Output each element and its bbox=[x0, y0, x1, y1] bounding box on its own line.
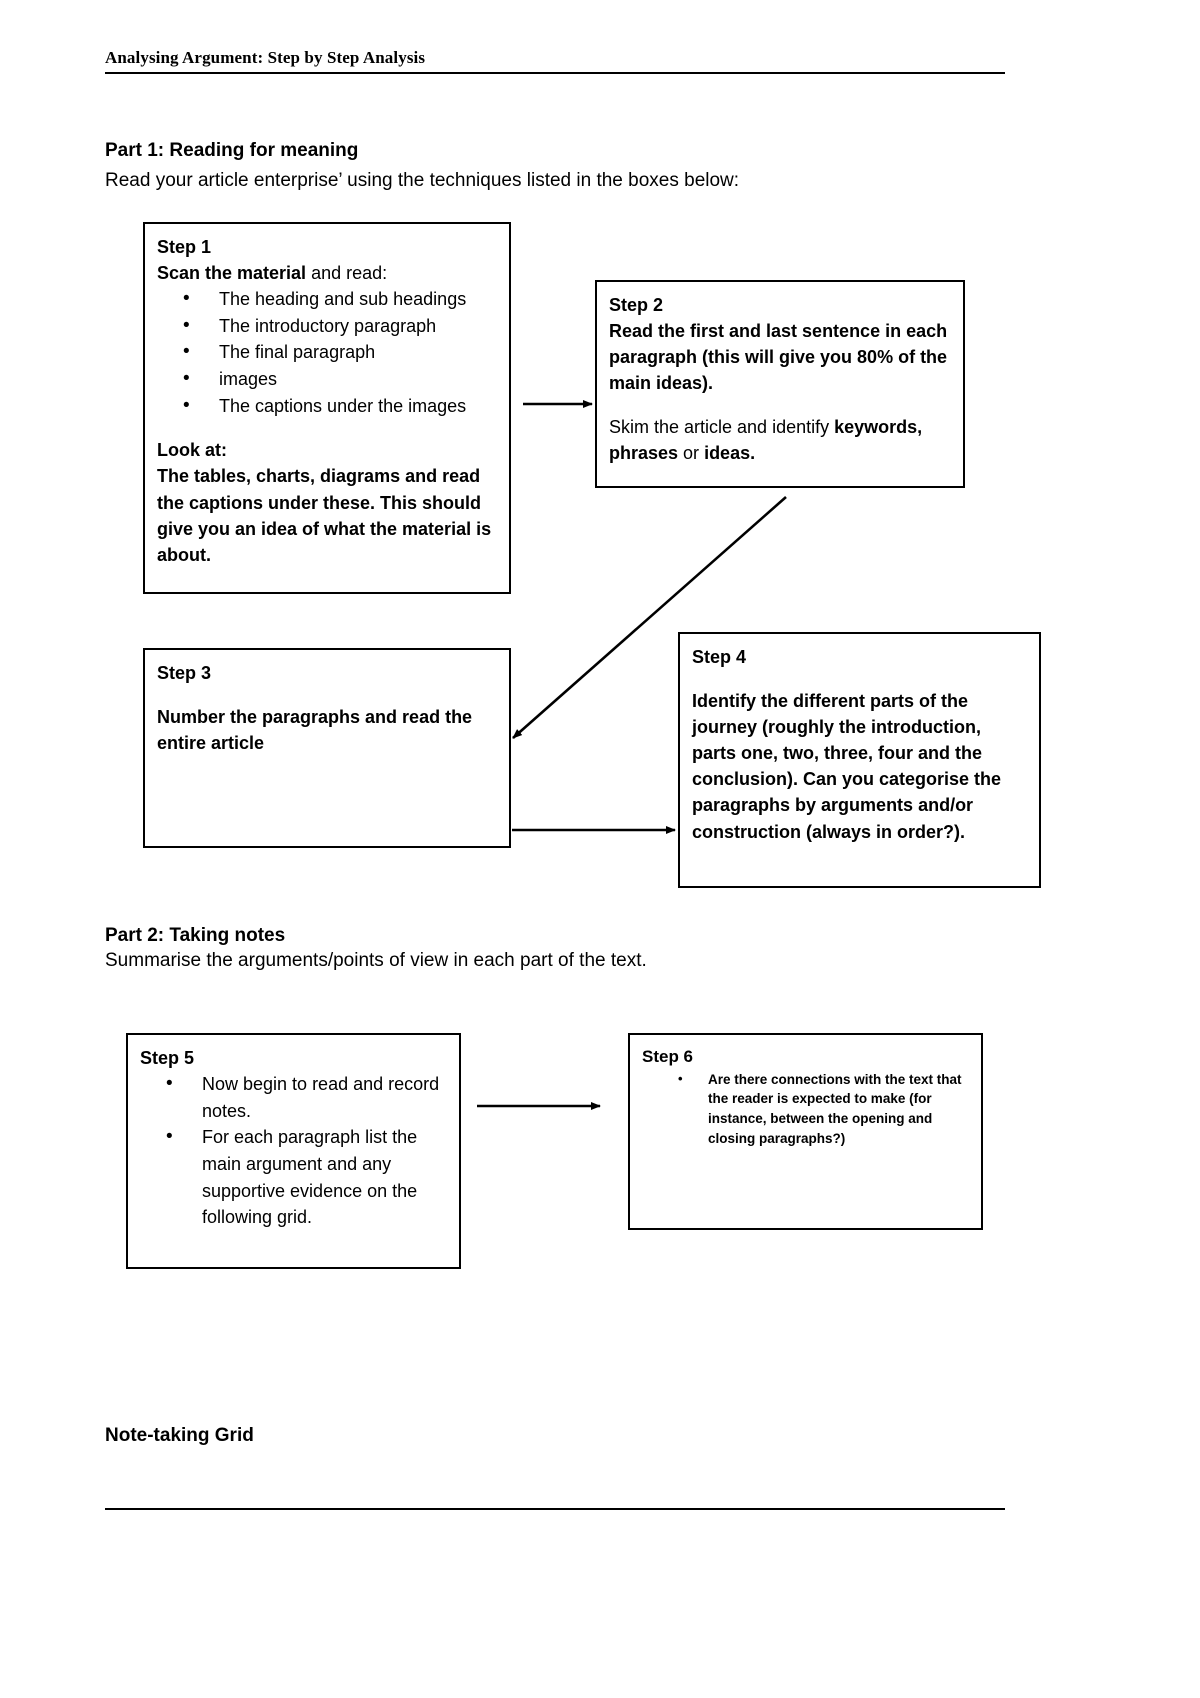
step-2-para2-lead: Skim the article and identify bbox=[609, 417, 835, 438]
step-1-lead: Scan the material and read: bbox=[157, 260, 497, 286]
step-1-box: Step 1 Scan the material and read: The h… bbox=[143, 222, 511, 594]
list-item: For each paragraph list the main argumen… bbox=[166, 1123, 447, 1231]
step-5-bullet-list: Now begin to read and record notes. For … bbox=[140, 1070, 447, 1231]
step-6-bullet-list: Are there connections with the text that… bbox=[642, 1069, 969, 1149]
step-1-bullet-list: The heading and sub headings The introdu… bbox=[157, 285, 497, 420]
step-6-box: Step 6 Are there connections with the te… bbox=[628, 1033, 983, 1230]
step-5-box: Step 5 Now begin to read and record note… bbox=[126, 1033, 461, 1269]
step-2-para2-mid: or bbox=[678, 443, 705, 464]
spacer bbox=[157, 419, 497, 437]
list-item: The introductory paragraph bbox=[183, 312, 497, 340]
step-3-box: Step 3 Number the paragraphs and read th… bbox=[143, 648, 511, 848]
list-item: Now begin to read and record notes. bbox=[166, 1070, 447, 1124]
step-3-body: Number the paragraphs and read the entir… bbox=[157, 707, 473, 754]
step-2-para1: Read the first and last sentence in each… bbox=[609, 321, 948, 394]
list-item: images bbox=[183, 365, 497, 393]
footer-label: Note-taking Grid bbox=[105, 1425, 254, 1446]
spacer bbox=[692, 670, 1027, 688]
step-1-body: The tables, charts, diagrams and read th… bbox=[157, 466, 492, 565]
list-item: Are there connections with the text that… bbox=[678, 1069, 969, 1149]
header-divider bbox=[105, 72, 1005, 74]
list-item: The final paragraph bbox=[183, 338, 497, 366]
list-item: The captions under the images bbox=[183, 392, 497, 420]
step-5-title: Step 5 bbox=[140, 1048, 195, 1068]
part1-subtext: Read your article enterprise’ using the … bbox=[105, 170, 740, 191]
step-1-title: Step 1 bbox=[157, 237, 212, 257]
step-1-lead-bold: Scan the material bbox=[157, 263, 307, 284]
spacer bbox=[157, 686, 497, 704]
step-2-para2-bold2: ideas. bbox=[704, 443, 756, 464]
step-2-para2: Skim the article and identify keywords, … bbox=[609, 414, 951, 466]
step-1-lead-rest: and read: bbox=[306, 263, 388, 284]
list-item: The heading and sub headings bbox=[183, 285, 497, 313]
step-4-box: Step 4 Identify the different parts of t… bbox=[678, 632, 1041, 888]
step-6-title: Step 6 bbox=[642, 1047, 694, 1066]
footer-divider bbox=[105, 1508, 1005, 1510]
step-2-box: Step 2 Read the first and last sentence … bbox=[595, 280, 965, 488]
step-3-title: Step 3 bbox=[157, 663, 212, 683]
part1-heading: Part 1: Reading for meaning bbox=[105, 140, 359, 161]
step-2-para2-bold: keywords, phrases bbox=[609, 417, 923, 464]
part2-subtext: Summarise the arguments/points of view i… bbox=[105, 950, 647, 971]
header-title: Analysing Argument: Step by Step Analysi… bbox=[105, 48, 426, 67]
step-1-lookat-label: Look at: bbox=[157, 440, 227, 461]
document-header: Analysing Argument: Step by Step Analysi… bbox=[105, 48, 1005, 74]
step-4-body: Identify the different parts of the jour… bbox=[692, 691, 1002, 842]
part2-heading: Part 2: Taking notes bbox=[105, 925, 286, 946]
step-4-title: Step 4 bbox=[692, 647, 747, 667]
step-2-title: Step 2 bbox=[609, 295, 664, 315]
spacer bbox=[609, 396, 951, 414]
